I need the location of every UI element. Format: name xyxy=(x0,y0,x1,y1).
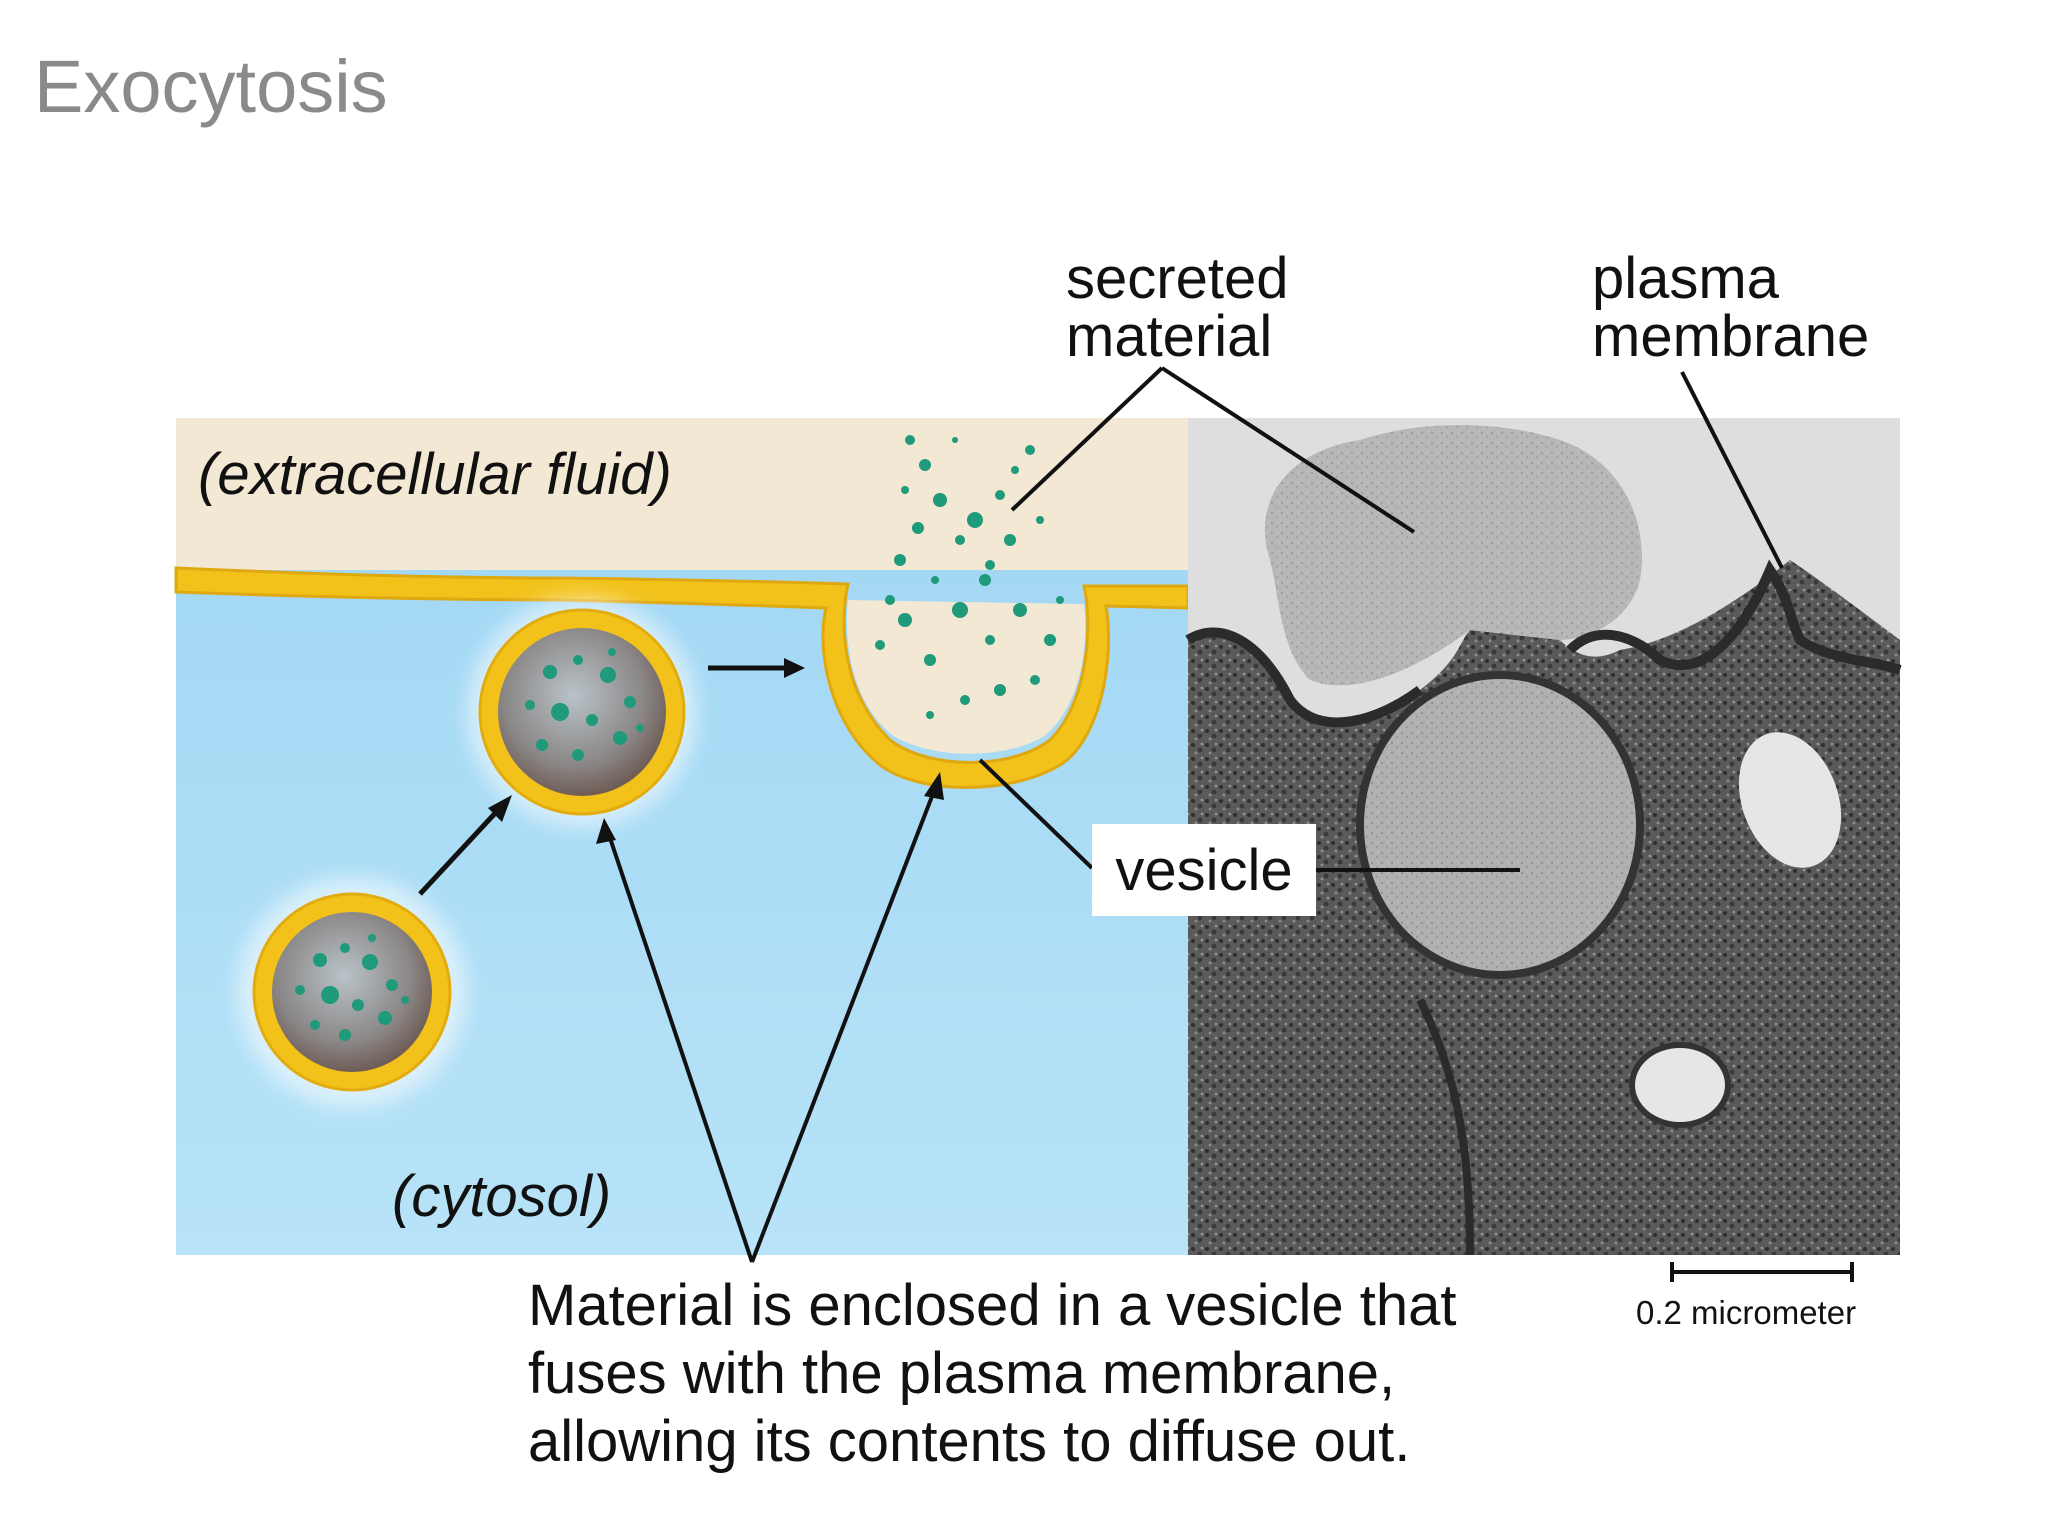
plasma-membrane-label-line1: plasma xyxy=(1592,246,1779,311)
process-arrows xyxy=(418,658,805,896)
micrograph-plasma-membrane xyxy=(1566,559,1902,675)
micrograph-lumen-2 xyxy=(1629,1042,1731,1128)
extracellular-fluid-label: (extracellular fluid) xyxy=(198,442,672,507)
micrograph-vesicle xyxy=(1356,671,1644,979)
scale-bar xyxy=(1670,1262,1854,1282)
micrograph-secreted-cloud xyxy=(1264,425,1642,686)
pointer-lines xyxy=(606,366,1784,1263)
scale-bar-label: 0.2 micrometer xyxy=(1636,1294,1857,1331)
micrograph-left-membrane xyxy=(1185,627,1423,728)
vesicle-1-interior xyxy=(272,912,432,1072)
secreted-material-label-line1: secreted xyxy=(1066,246,1289,311)
slide-title: Exocytosis xyxy=(34,45,388,128)
vesicle-1-contents xyxy=(295,934,409,1041)
illustration-panel xyxy=(174,418,1190,1255)
cytosol-label: (cytosol) xyxy=(392,1164,612,1229)
vesicle-2-interior xyxy=(498,628,666,796)
extracellular-fluid-region xyxy=(176,418,1188,578)
micrograph-lumen-1 xyxy=(1738,732,1842,868)
micrograph-boundary xyxy=(1416,998,1474,1256)
plasma-membrane-label-line2: membrane xyxy=(1592,304,1870,369)
secreted-particles xyxy=(875,435,1064,719)
caption-line-3: allowing its contents to diffuse out. xyxy=(528,1409,1411,1474)
vesicle-2-contents xyxy=(525,648,644,761)
pointer-arrowheads xyxy=(596,772,944,844)
secreted-material-label-line2: material xyxy=(1066,304,1273,369)
vesicle-label: vesicle xyxy=(1092,824,1316,916)
caption-line-2: fuses with the plasma membrane, xyxy=(528,1341,1396,1406)
plasma-membrane xyxy=(174,566,1190,789)
caption: Material is enclosed in a vesicle that f… xyxy=(528,1272,1568,1476)
fusion-pocket xyxy=(846,600,1086,754)
caption-line-1: Material is enclosed in a vesicle that xyxy=(528,1273,1457,1338)
